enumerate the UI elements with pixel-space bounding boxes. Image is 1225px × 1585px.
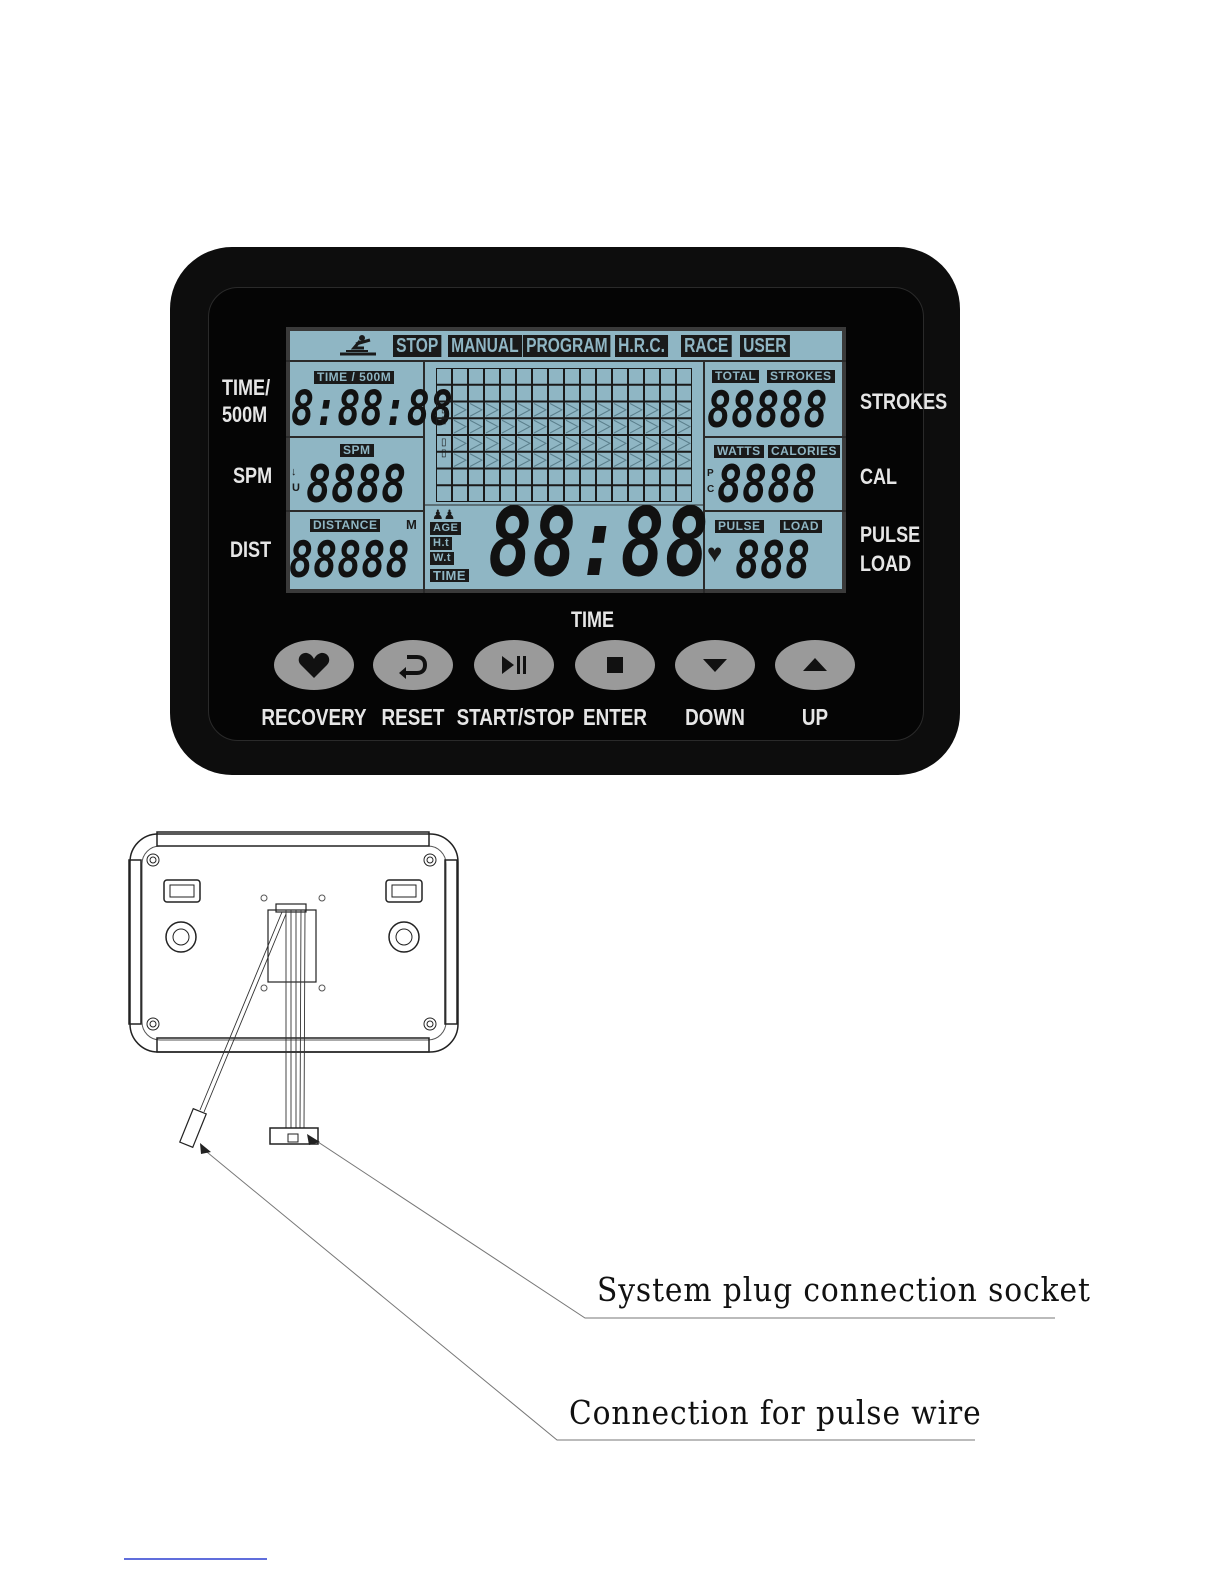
pc-p-mark: P [707, 468, 714, 479]
tag-load: LOAD [780, 520, 822, 533]
play-pause-icon [502, 656, 526, 674]
tag-spm: SPM [340, 444, 374, 457]
label-time-500m: TIME/ 500M [222, 375, 271, 427]
spm-marker-icon: ↓ [291, 466, 297, 478]
tag-wt: W.t [430, 552, 454, 565]
recovery-button[interactable] [274, 640, 354, 690]
up-label: UP [801, 704, 829, 730]
digits-distance: 88888 [289, 531, 410, 589]
stop-square-icon [607, 657, 623, 673]
reset-button[interactable] [373, 640, 453, 690]
start-stop-label: START/STOP [456, 704, 575, 730]
down-label: DOWN [685, 704, 745, 730]
tag-distance: DISTANCE [310, 519, 381, 532]
tag-watts: WATTS [714, 445, 764, 458]
enter-label: ENTER [583, 704, 647, 730]
distance-unit: M [406, 517, 417, 532]
label-cal: CAL [860, 464, 898, 489]
label-time: TIME [571, 607, 615, 632]
user-figures-icon: ♟♟ [432, 507, 456, 522]
heart-icon [298, 652, 330, 678]
digits-time-500m: 8:88:88 [291, 381, 453, 437]
label-pulse: PULSE [860, 522, 921, 547]
lcd-dividers [286, 360, 846, 593]
mode-tab-user: USER [740, 335, 790, 357]
pc-c-mark: C [707, 484, 715, 495]
return-arrow-icon [399, 655, 428, 679]
mode-tab-program: PROGRAM [523, 335, 611, 357]
spm-u-mark: U [292, 482, 300, 494]
tag-time: TIME [430, 569, 470, 582]
triangle-down-icon [703, 659, 727, 672]
digits-spm: 8888 [306, 455, 407, 515]
mode-tab-hrc: H.R.C. [615, 335, 669, 357]
label-load: LOAD [860, 551, 912, 576]
tag-strokes: STROKES [767, 370, 835, 383]
mode-tab-stop: STOP [393, 335, 442, 357]
callout-pulse-wire: Connection for pulse wire [569, 1393, 982, 1432]
grid-side-marks-icon: ▯▯▯▯ [441, 404, 447, 459]
tag-calories: CALORIES [768, 445, 841, 458]
program-grid [436, 368, 692, 502]
recovery-label: RECOVERY [261, 704, 367, 730]
label-spm: SPM [233, 463, 273, 488]
digits-strokes: 88888 [707, 381, 828, 439]
label-strokes: STROKES [860, 389, 948, 414]
rower-icon [340, 335, 376, 356]
digits-load: 888 [735, 531, 811, 591]
tag-total: TOTAL [712, 370, 760, 383]
mode-tab-manual: MANUAL [448, 335, 522, 357]
tag-age: AGE [430, 522, 462, 535]
heart-icon: ♥ [707, 538, 723, 568]
reset-label: RESET [381, 704, 445, 730]
tag-pulse: PULSE [715, 520, 764, 533]
mode-tab-race: RACE [681, 335, 732, 357]
tag-ht: H.t [430, 537, 453, 550]
digits-calories: 8888 [717, 455, 818, 515]
tag-time-500m: TIME / 500M [314, 371, 395, 384]
triangle-up-icon [803, 658, 827, 671]
up-button[interactable] [775, 640, 855, 690]
digits-main-time: 88:88 [488, 489, 709, 598]
enter-button[interactable] [575, 640, 655, 690]
start-stop-button[interactable] [474, 640, 554, 690]
down-button[interactable] [675, 640, 755, 690]
callout-system-plug: System plug connection socket [597, 1270, 1091, 1309]
label-dist: DIST [230, 537, 272, 562]
